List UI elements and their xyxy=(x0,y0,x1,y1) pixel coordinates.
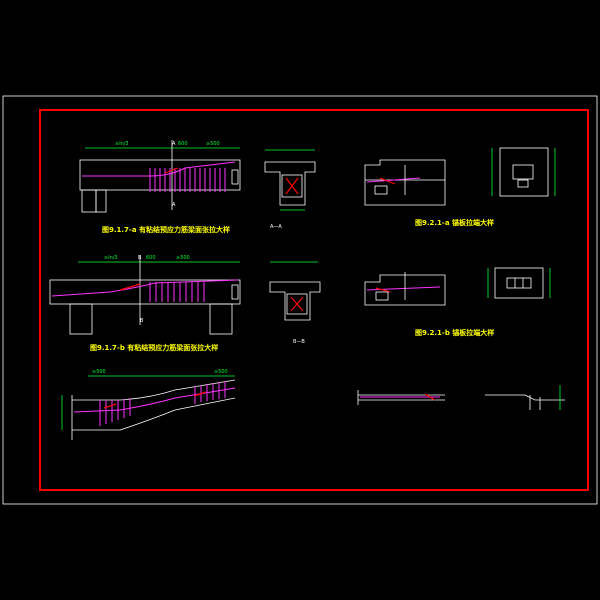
caption-fig-b: 图9.1.7-b 有粘结预应力筋梁面张拉大样 xyxy=(90,343,218,352)
detail-e-left xyxy=(357,390,445,405)
dim-500-c1: ≥500 xyxy=(92,369,106,375)
section-bb-label: B—B xyxy=(293,339,305,345)
outer-frame xyxy=(2,95,598,505)
inner-frame xyxy=(39,109,589,491)
caption-fig-a: 图9.1.7-a 有粘结预应力筋梁面张拉大样 xyxy=(102,225,230,234)
detail-d-left xyxy=(364,272,446,306)
detail-e-right xyxy=(485,385,565,410)
detail-a: ≥ln/3 600 ≥500 A A 图9.1.7-a 有粘结预应力筋梁面张拉大… xyxy=(79,140,241,234)
section-aa: A—A xyxy=(264,149,316,230)
detail-d-right xyxy=(487,267,551,299)
dim-ln3-a: ≥ln/3 xyxy=(115,141,129,147)
dim-500-a: ≥500 xyxy=(206,141,220,147)
section-aa-label: A—A xyxy=(270,224,282,230)
detail-c-left xyxy=(364,159,446,206)
dim-600-b: 600 xyxy=(146,255,156,261)
mark-b-bottom: B xyxy=(140,318,144,324)
mark-a-top: A xyxy=(172,141,176,147)
detail-b: ≥ln/3 600 ≥500 B B 图9.1.7-b 有粘结预应力筋梁面张拉大… xyxy=(49,255,241,352)
caption-fig-c: 图9.2.1-a 锚板拉端大样 xyxy=(415,218,494,227)
dim-500-c2: ≥500 xyxy=(214,369,228,375)
detail-curved: ≥500 ≥500 xyxy=(61,369,236,440)
detail-c-right xyxy=(491,147,556,197)
mark-a-bottom: A xyxy=(172,202,176,208)
caption-fig-d: 图9.2.1-b 锚板拉端大样 xyxy=(415,328,494,337)
dim-ln3-b: ≥ln/3 xyxy=(104,255,118,261)
dim-500-b: ≥500 xyxy=(176,255,190,261)
section-bb: B—B xyxy=(269,261,321,345)
dim-600-a: 600 xyxy=(178,141,188,147)
